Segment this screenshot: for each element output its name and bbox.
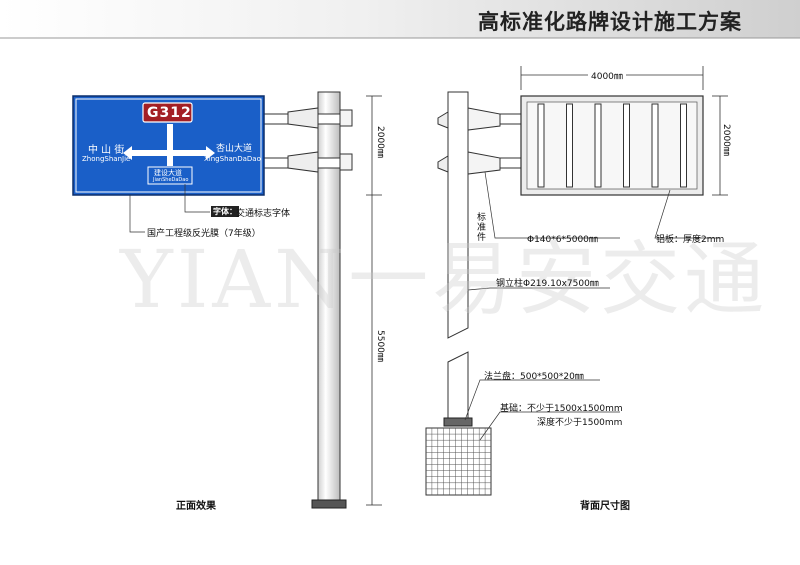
front-caption: 正面效果 <box>176 501 216 512</box>
flange-label: 法兰盘：500*500*20㎜ <box>484 372 584 382</box>
bottom-dest-py: JianSheDaDao <box>153 177 189 183</box>
dim-width: 4000㎜ <box>588 69 626 82</box>
back-pole-upper <box>447 91 469 339</box>
front-arm-upper <box>261 107 353 129</box>
dim-pole-height: 5500㎜ <box>375 330 385 362</box>
arm-label: Φ140*6*5000㎜ <box>527 235 598 245</box>
page-title: 高标准化路牌设计施工方案 <box>478 10 742 34</box>
font-tag: 字体： <box>211 206 239 217</box>
right-dest-py: XingShanDaDao <box>204 155 261 163</box>
back-caption: 背面尺寸图 <box>580 501 630 512</box>
route-badge-text: G312 <box>147 105 192 121</box>
bottom-dest-cn: 建设大道 <box>154 169 182 177</box>
back-pole-lower <box>447 351 469 421</box>
watermark: YIAN一易安交通 <box>120 233 769 326</box>
front-pole-base <box>311 499 347 509</box>
left-dest-cn: 中 山 街 <box>88 145 125 156</box>
depth-label: 深度不少于1500mm <box>537 418 623 428</box>
sign-arrow-right-head <box>206 146 215 160</box>
right-dest-cn: 杏山大道 <box>216 144 253 154</box>
back-flange <box>443 417 473 427</box>
sign-arrow-horizontal <box>130 150 208 156</box>
sign-arrow-left-head <box>123 146 132 160</box>
left-dest-py: ZhongShanJie <box>82 155 131 163</box>
film-label: 国产工程级反光膜（7年级） <box>147 229 261 239</box>
front-view <box>72 91 382 509</box>
font-label: 交通标志字体 <box>236 209 291 219</box>
back-view <box>425 66 728 496</box>
dim-height-back: 2000㎜ <box>721 124 731 156</box>
dim-sign-height-front: 2000㎜ <box>375 126 385 158</box>
std-part-label: 标准件 <box>477 213 487 243</box>
foundation-label: 基础：不少于1500x1500mm <box>500 404 623 414</box>
bottom-dest-box <box>147 166 193 185</box>
sign-arrow-vertical <box>167 124 173 166</box>
pole-label: 钢立柱Φ219.10x7500㎜ <box>496 279 599 289</box>
title-band <box>0 0 800 38</box>
route-badge <box>142 102 193 123</box>
plate-label: 铝板：厚度2mm <box>656 235 725 245</box>
